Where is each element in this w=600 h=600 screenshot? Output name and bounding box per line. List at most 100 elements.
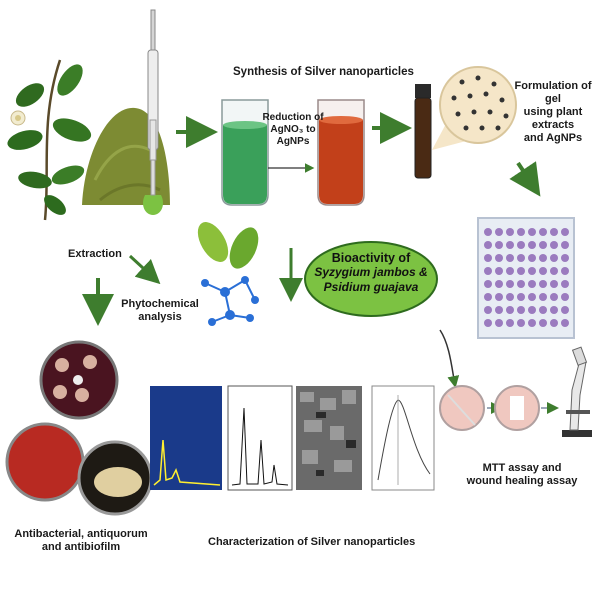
well [484, 319, 492, 327]
well [495, 267, 503, 275]
well [539, 319, 547, 327]
gel-magnifier-icon [432, 66, 517, 150]
well [506, 306, 514, 314]
well [561, 228, 569, 236]
extraction-label: Extraction [68, 248, 122, 260]
eds-graph-icon [150, 386, 222, 490]
well [550, 293, 558, 301]
antibacterial-line1: Antibacterial, antiquorum [14, 528, 148, 540]
well [506, 228, 514, 236]
bioactivity-species-line2: Psidium guajava [323, 280, 419, 294]
well [539, 241, 547, 249]
well [539, 254, 547, 262]
well [506, 319, 514, 327]
well [506, 254, 514, 262]
well [484, 280, 492, 288]
xrd-graph-icon [227, 385, 293, 491]
well [495, 293, 503, 301]
uv-graph-icon [371, 385, 435, 491]
phyto-line1: Phytochemical [121, 298, 199, 310]
well [561, 241, 569, 249]
well [517, 254, 525, 262]
gel-line2: using plant extracts [523, 106, 583, 131]
beaker-green-icon [221, 99, 269, 206]
well [539, 267, 547, 275]
bioactivity-label: Bioactivity of Syzygium jambos & Psidium… [305, 241, 437, 315]
well-plate-icon [477, 217, 575, 339]
sem-image-icon [296, 386, 362, 490]
vial-icon [414, 84, 432, 179]
phyto-line2: analysis [138, 311, 182, 323]
well [517, 241, 525, 249]
well [495, 228, 503, 236]
phyto-label: Phytochemical analysis [120, 298, 200, 324]
bioactivity-ellipse [304, 241, 438, 317]
well [528, 228, 536, 236]
plant-icon [7, 59, 92, 221]
wound-dish-icon [439, 385, 559, 431]
reduction-line1: Reduction of [262, 112, 324, 123]
well [561, 267, 569, 275]
well [539, 228, 547, 236]
gel-line1: Formulation of gel [514, 80, 592, 105]
well [561, 293, 569, 301]
well [506, 241, 514, 249]
well [495, 306, 503, 314]
phyto-network-icon [197, 222, 259, 326]
well [561, 319, 569, 327]
well [550, 306, 558, 314]
well [528, 267, 536, 275]
well [528, 254, 536, 262]
reduction-label: Reduction of AgNO₃ to AgNPs [262, 112, 324, 148]
well [517, 267, 525, 275]
well [517, 306, 525, 314]
well [550, 254, 558, 262]
well [539, 293, 547, 301]
well [517, 280, 525, 288]
well [484, 306, 492, 314]
well [528, 319, 536, 327]
well [495, 280, 503, 288]
well [528, 306, 536, 314]
well [539, 280, 547, 288]
well [484, 293, 492, 301]
well [539, 306, 547, 314]
well [495, 241, 503, 249]
well [495, 319, 503, 327]
mtt-line1: MTT assay and [482, 462, 562, 474]
well [484, 228, 492, 236]
well [528, 241, 536, 249]
well [550, 267, 558, 275]
mtt-label: MTT assay and wound healing assay [462, 462, 582, 488]
well [484, 241, 492, 249]
well [506, 267, 514, 275]
well [561, 254, 569, 262]
antibacterial-label: Antibacterial, antiquorum and antibiofil… [6, 528, 156, 554]
well [484, 267, 492, 275]
well [506, 280, 514, 288]
well [506, 293, 514, 301]
beaker-red-icon [317, 99, 365, 206]
antibacterial-line2: and antibiofilm [41, 541, 121, 553]
petri-dish-icon [5, 340, 153, 516]
well [495, 254, 503, 262]
well [517, 293, 525, 301]
synthesis-label: Synthesis of Silver nanoparticles [233, 66, 414, 78]
well [528, 293, 536, 301]
well [550, 241, 558, 249]
well [550, 228, 558, 236]
well [517, 319, 525, 327]
well [550, 319, 558, 327]
bioactivity-title: Bioactivity of [331, 251, 411, 265]
reduction-line2: AgNO₃ to AgNPs [270, 124, 316, 147]
well [484, 254, 492, 262]
bioactivity-species-line1: Syzygium jambos & [314, 265, 428, 279]
well [528, 280, 536, 288]
soxhlet-icon [142, 9, 164, 215]
characterization-label: Characterization of Silver nanoparticles [208, 536, 416, 548]
gel-line3: and AgNPs [523, 132, 583, 144]
well [561, 280, 569, 288]
well [517, 228, 525, 236]
well [561, 306, 569, 314]
